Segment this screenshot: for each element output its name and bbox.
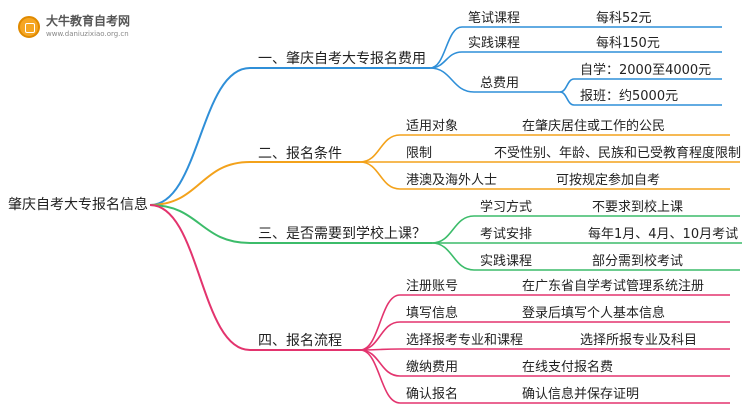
root-link-2	[149, 161, 251, 206]
branch-2-item-1-value: 在肇庆居住或工作的公民	[522, 119, 666, 134]
branch-3-item-3-label: 实践课程	[480, 254, 533, 269]
book-logo-icon	[18, 16, 40, 38]
root-link-3	[149, 204, 251, 244]
branch-4-link-4	[359, 349, 401, 377]
root-node: 肇庆自考大专报名信息	[8, 197, 148, 213]
branch-2-link-1	[359, 134, 401, 163]
branch-1-subitem-1-value: 自学：2000至4000元	[580, 63, 712, 78]
branch-4-link-2	[359, 321, 401, 351]
branch-2-item-3-value: 可按规定参加自考	[556, 173, 661, 188]
branch-4-item-3-value: 选择所报专业及科目	[580, 333, 698, 348]
branch-1-sublink-2	[559, 91, 575, 106]
branch-2-item-2-value: 不受性别、年龄、民族和已受教育程度限制	[494, 146, 742, 161]
branch-1-item-1-value: 每科52元	[596, 11, 652, 26]
branch-1-label: 一、肇庆自考大专报名费用	[258, 51, 426, 67]
branch-2-label: 二、报名条件	[258, 146, 342, 162]
branch-3-label: 三、是否需要到学校上课？	[258, 226, 426, 242]
branch-4-item-2-label: 填写信息	[406, 306, 459, 321]
logo: 大牛教育自考网 www.daniuzixiao.org.cn	[18, 12, 130, 46]
branch-1-item-3-label: 总费用	[480, 76, 520, 91]
branch-4-link-5	[359, 349, 401, 404]
branch-1-item-1-label: 笔试课程	[468, 11, 521, 26]
branch-1-link-3	[429, 67, 475, 93]
branch-1-subitem-2-value: 报班：约5000元	[580, 89, 679, 104]
branch-2-item-2-label: 限制	[406, 146, 433, 161]
branch-2-item-1-label: 适用对象	[406, 119, 459, 134]
branch-2-item-3-label: 港澳及海外人士	[406, 173, 498, 188]
branch-4-item-4-value: 在线支付报名费	[522, 360, 614, 375]
branch-4-label: 四、报名流程	[258, 333, 342, 349]
branch-1-item-2-value: 每科150元	[596, 36, 660, 51]
root-link-1	[149, 67, 251, 206]
branch-3-link-3	[431, 242, 475, 271]
branch-4-item-3-label: 选择报考专业和课程	[406, 333, 524, 348]
branch-3-item-2-label: 考试安排	[480, 227, 533, 242]
branch-3-item-2-value: 每年1月、4月、10月考试	[588, 227, 739, 242]
branch-2-link-3	[359, 161, 401, 190]
branch-3-item-3-value: 部分需到校考试	[592, 254, 684, 269]
branch-1-item-2-label: 实践课程	[468, 36, 521, 51]
logo-url: www.daniuzixiao.org.cn	[46, 30, 129, 38]
branch-4-item-5-label: 确认报名	[406, 387, 459, 402]
branch-4-item-2-value: 登录后填写个人基本信息	[522, 306, 666, 321]
branch-4-item-1-value: 在广东省自学考试管理系统注册	[522, 279, 705, 294]
branch-3-item-1-value: 不要求到校上课	[592, 200, 684, 215]
branch-3-item-1-label: 学习方式	[480, 200, 533, 215]
branch-1-link-1	[429, 26, 463, 69]
root-link-4	[149, 204, 251, 351]
branch-4-item-5-value: 确认信息并保存证明	[522, 387, 640, 402]
branch-4-item-1-label: 注册账号	[406, 279, 459, 294]
branch-4-item-4-label: 缴纳费用	[406, 360, 459, 375]
branch-1-sublink-1	[559, 78, 575, 93]
branch-3-link-1	[431, 215, 475, 244]
logo-name: 大牛教育自考网	[46, 14, 131, 28]
